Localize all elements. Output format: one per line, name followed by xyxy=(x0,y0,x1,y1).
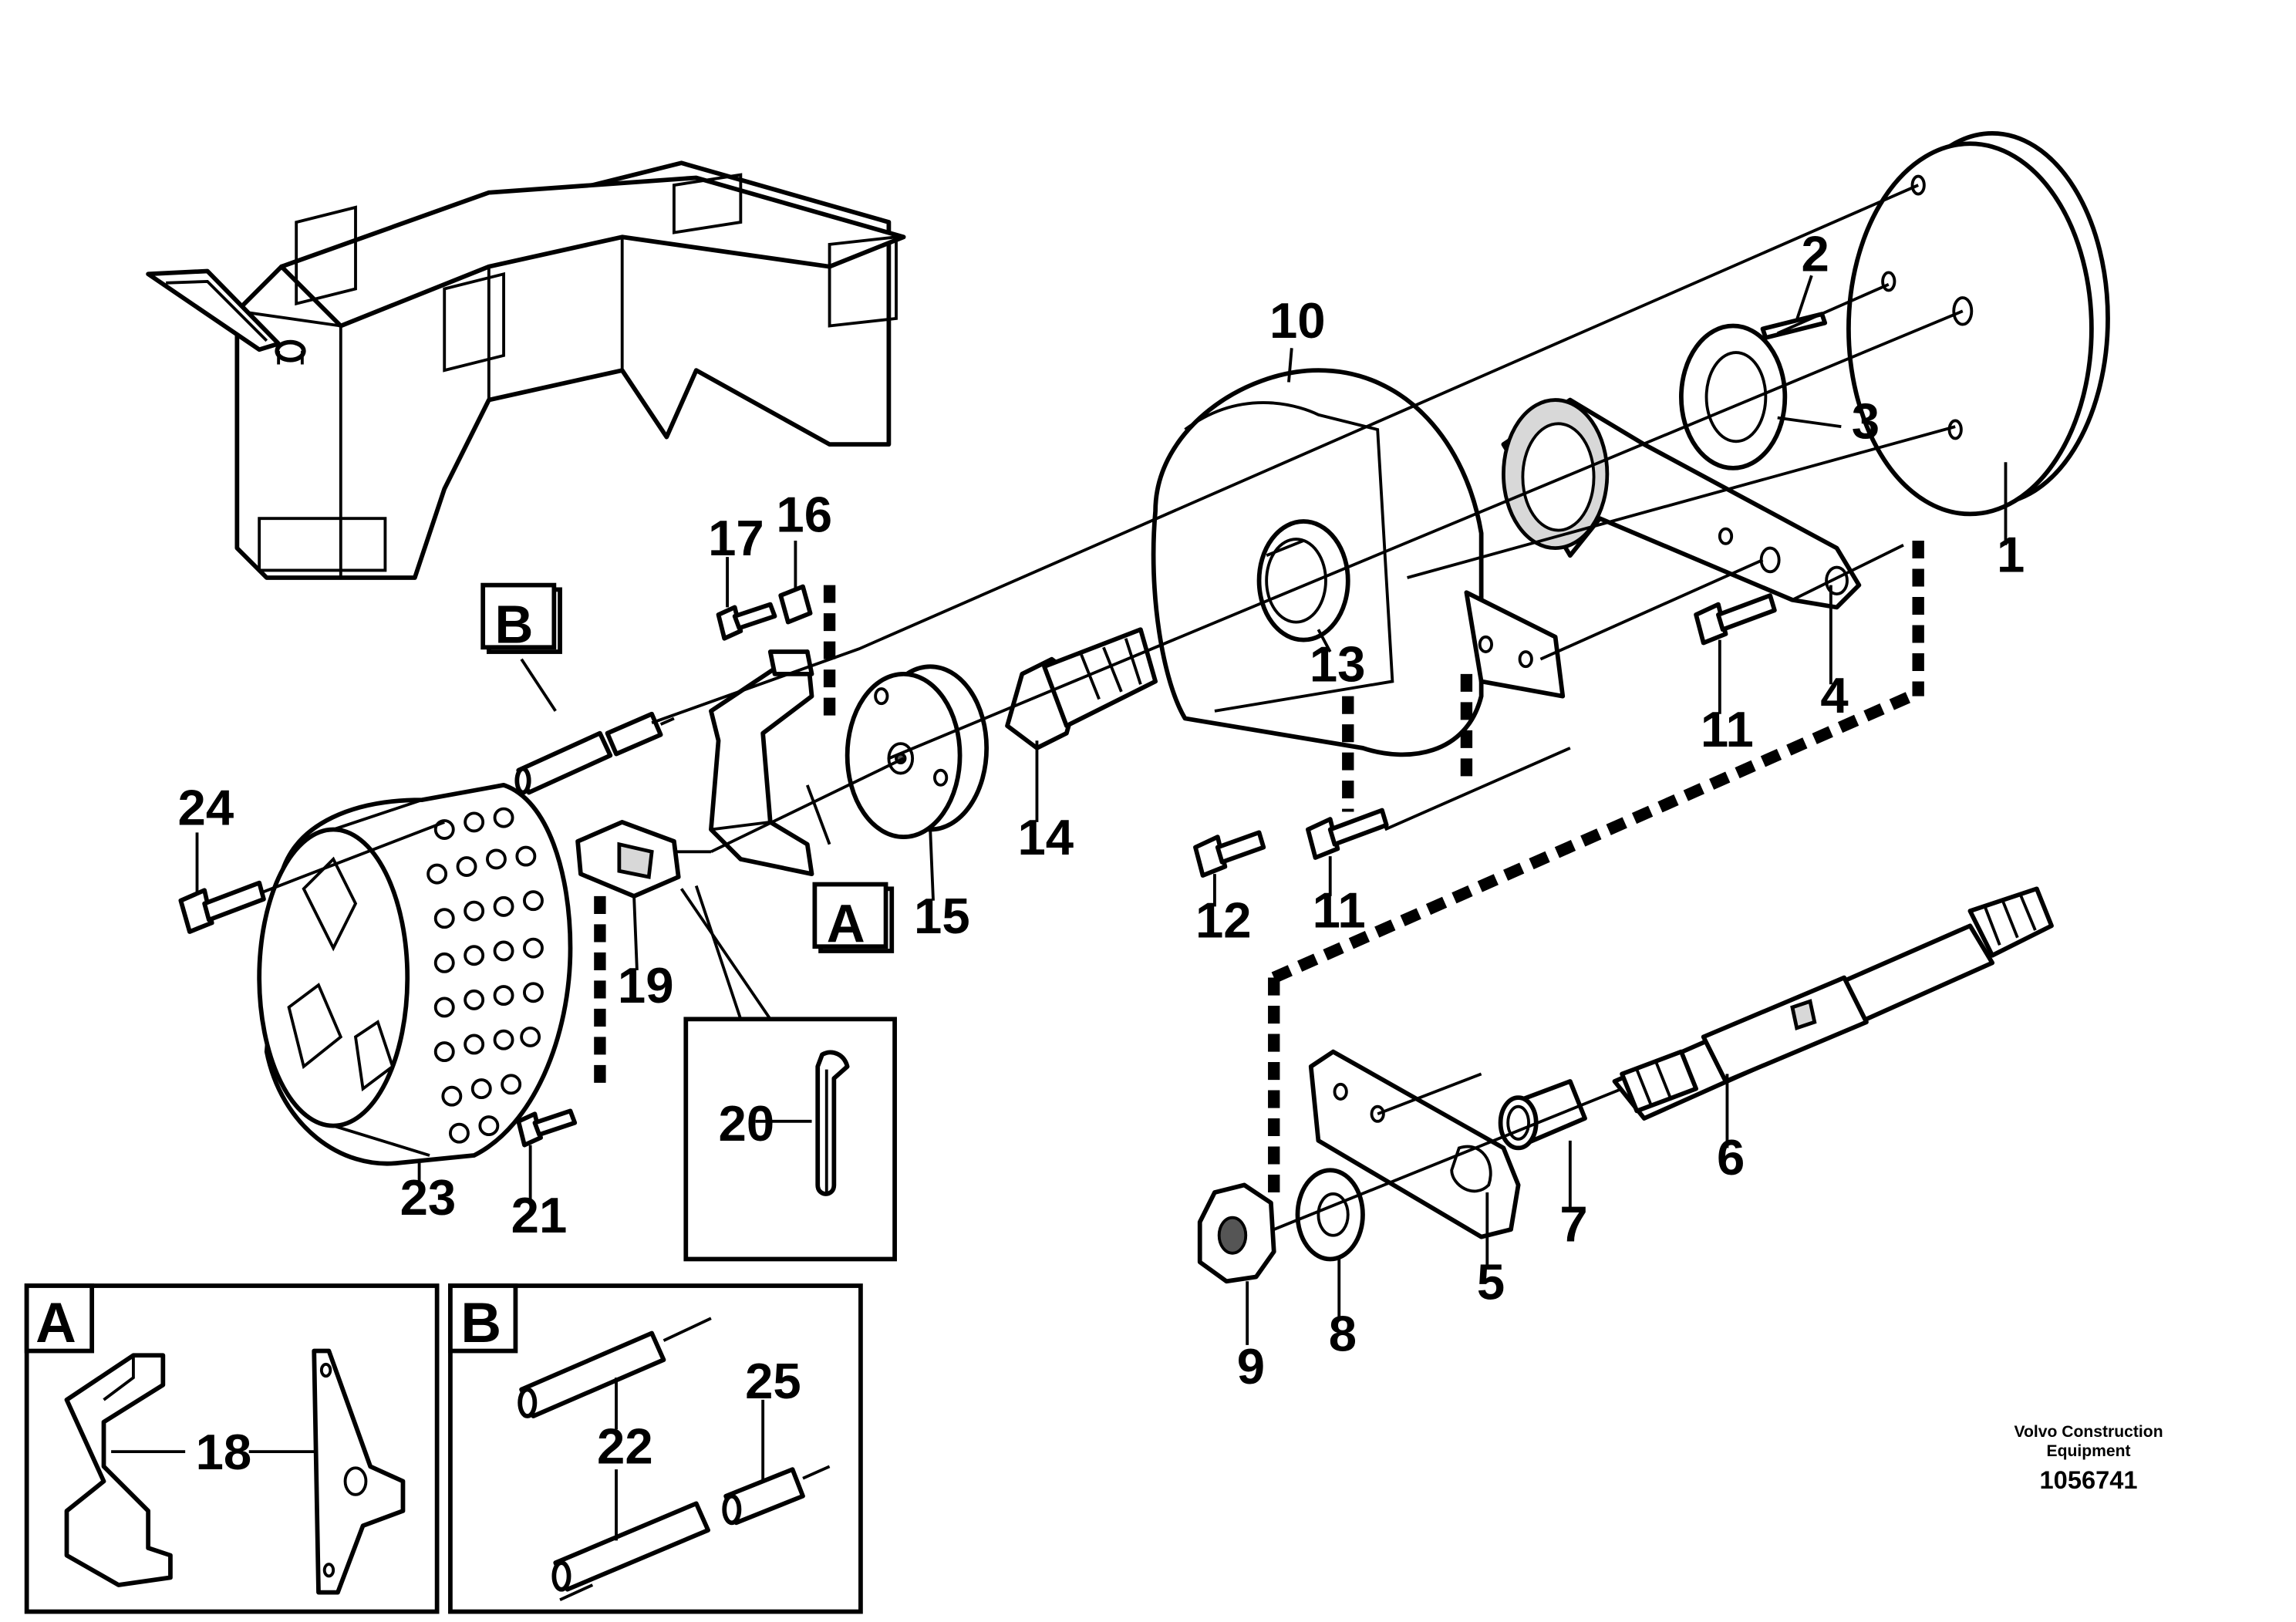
part-19-sensor xyxy=(575,820,711,899)
brand-line-2: Equipment xyxy=(2047,1442,2131,1460)
label-17: 17 xyxy=(708,510,764,566)
perforation-pattern xyxy=(426,807,544,1144)
doc-number: 1056741 xyxy=(2040,1465,2138,1494)
label-9: 9 xyxy=(1237,1338,1265,1394)
part-9-nut xyxy=(1197,1182,1276,1284)
label-5: 5 xyxy=(1477,1253,1505,1310)
part-11-bolt-lower xyxy=(1306,808,1389,860)
label-19: 19 xyxy=(618,957,674,1013)
part-6-shaft xyxy=(1612,886,2054,1121)
part-15-hub xyxy=(845,664,990,839)
label-6: 6 xyxy=(1717,1129,1745,1185)
label-16: 16 xyxy=(776,486,832,542)
callout-a-main-letter: A xyxy=(827,893,865,953)
label-11-lower: 11 xyxy=(1313,882,1366,938)
label-20: 20 xyxy=(719,1095,775,1152)
label-12: 12 xyxy=(1195,892,1252,949)
callout-a-main: A xyxy=(812,882,895,953)
machine-frame-overview xyxy=(146,160,906,580)
label-4: 4 xyxy=(1820,667,1848,723)
footer-brand: Volvo Construction Equipment 1056741 xyxy=(2014,1423,2163,1494)
part-18-bracket-main xyxy=(709,649,814,877)
label-11-upper: 11 xyxy=(1701,701,1754,757)
part-13-bushing xyxy=(1256,519,1350,642)
part-3-washer xyxy=(1679,323,1788,470)
detail-box-20: 20 xyxy=(683,1017,897,1262)
detail-box-b: B 22 25 xyxy=(448,1283,863,1614)
label-1: 1 xyxy=(1997,526,2025,582)
part-23-perforated-drum xyxy=(257,783,573,1166)
label-2: 2 xyxy=(1801,225,1829,282)
part-labels: 1 2 3 4 5 6 7 8 9 10 11 11 12 13 14 15 1… xyxy=(178,225,2025,1394)
part-1-cover-disc xyxy=(1846,130,2110,517)
part-7-bushing xyxy=(1498,1079,1587,1151)
label-10: 10 xyxy=(1269,292,1326,349)
callout-b-main-letter: B xyxy=(495,595,534,655)
part-17-bolt xyxy=(716,602,777,641)
label-18: 18 xyxy=(196,1424,252,1480)
detail-a-letter: A xyxy=(35,1292,76,1354)
label-25: 25 xyxy=(745,1353,801,1409)
detail-b-letter: B xyxy=(460,1292,501,1354)
label-8: 8 xyxy=(1329,1306,1357,1362)
label-22: 22 xyxy=(597,1418,653,1475)
dashed-connectors xyxy=(594,541,1924,1200)
part-24-bolt xyxy=(178,880,266,934)
label-15: 15 xyxy=(914,888,970,944)
part-21-bolt xyxy=(516,1108,578,1148)
label-13: 13 xyxy=(1310,636,1366,692)
label-3: 3 xyxy=(1852,393,1880,449)
part-8-washer xyxy=(1295,1168,1365,1262)
callout-b-main: B xyxy=(480,582,562,655)
label-24: 24 xyxy=(178,780,234,836)
part-12-bolt xyxy=(1193,830,1266,878)
assembly-lines xyxy=(263,184,1964,1231)
label-14: 14 xyxy=(1017,809,1074,865)
part-22-sleeve-main xyxy=(514,711,675,795)
label-21: 21 xyxy=(511,1187,568,1243)
detail-box-a: A 18 xyxy=(24,1283,440,1614)
part-11-bolt-upper xyxy=(1694,593,1777,646)
part-14-threaded-plug xyxy=(1005,627,1158,750)
part-16-spacer xyxy=(778,584,813,625)
label-23: 23 xyxy=(400,1169,457,1226)
label-7: 7 xyxy=(1559,1195,1587,1252)
brand-line-1: Volvo Construction xyxy=(2014,1423,2163,1441)
